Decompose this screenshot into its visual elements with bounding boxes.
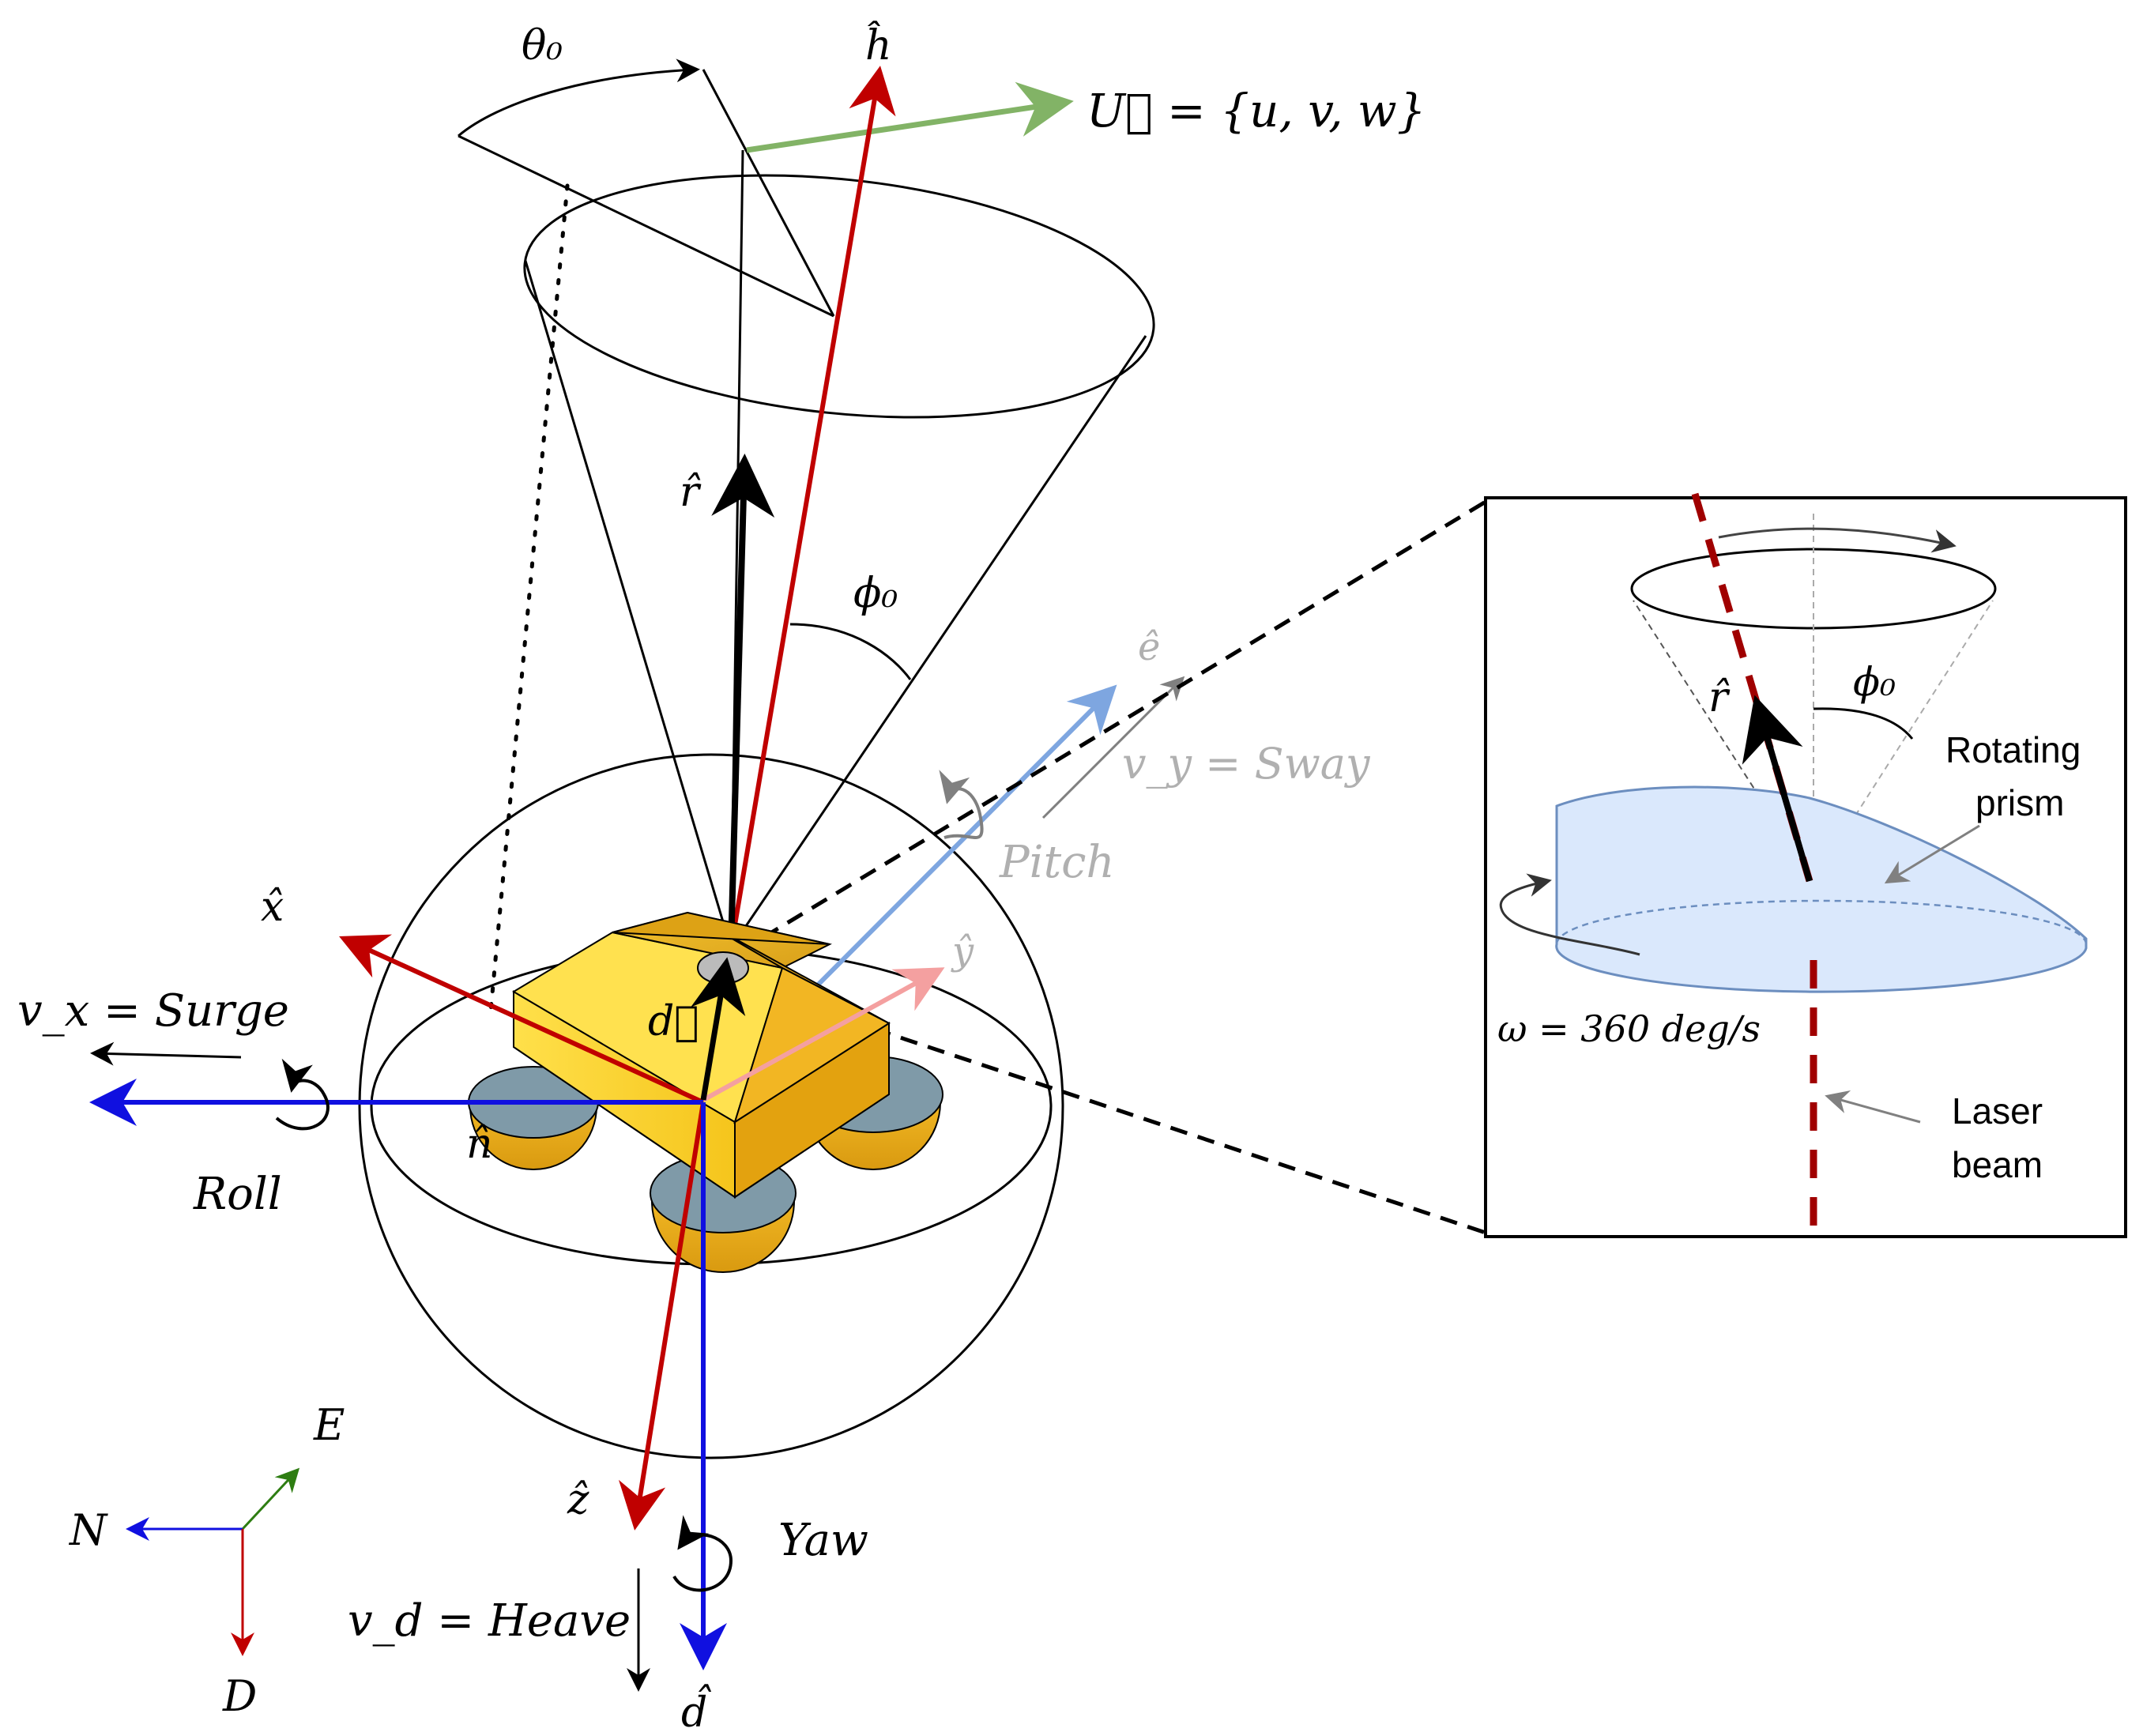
heave-label: v_d = Heave: [348, 1595, 631, 1647]
compass-east-arrow: [241, 1467, 300, 1531]
inset-panel: r̂ ϕ₀ Rotating prism ω = 360 deg/s Laser…: [1484, 492, 2127, 1238]
y-hat-arrow: [702, 967, 945, 1102]
d-vector-label: d⃗: [648, 998, 699, 1045]
main-diagram: θ₀ U⃗ = {u, v, w} ĥ r̂ ϕ₀ ê v_y = Sway P…: [17, 21, 1487, 1736]
roll-label: Roll: [193, 1169, 282, 1220]
sway-label: v_y = Sway: [1122, 739, 1371, 789]
yaw-label: Yaw: [778, 1515, 868, 1566]
prism-pointer-arrow: [1884, 824, 1980, 884]
ned-compass: E N D: [68, 1400, 345, 1721]
dotted-projection: [488, 183, 570, 1022]
e-hat-label: ê: [1138, 625, 1160, 669]
r-hat-arrow: [711, 454, 775, 949]
rotating-prism-label-line1: Rotating: [1945, 729, 2081, 770]
d-hat-label: d̂: [681, 1685, 712, 1736]
h-hat-label: ĥ: [865, 21, 892, 70]
u-vector-label: U⃗ = {u, v, w}: [1087, 84, 1426, 137]
n-hat-label: n̂: [466, 1120, 493, 1168]
scan-cone: [523, 149, 1155, 949]
laser-beam-label-line1: Laser: [1952, 1090, 2043, 1132]
laser-pointer-arrow: [1825, 1090, 1921, 1124]
compass-n-label: N: [68, 1505, 108, 1555]
z-hat-arrow: [618, 1101, 706, 1531]
dome-left: [468, 1066, 599, 1170]
yaw-rotation-arrow: [672, 1515, 733, 1592]
phi0-label: ϕ₀: [853, 570, 898, 617]
x-hat-arrow: [339, 934, 705, 1105]
compass-d-label: D: [222, 1671, 257, 1721]
inset-phi0-arc: [1813, 707, 1914, 740]
h-hat-arrow: [729, 66, 896, 949]
pitch-rotation-arrow: [939, 770, 984, 839]
pitch-label: Pitch: [999, 837, 1115, 888]
z-hat-label: ẑ: [567, 1476, 589, 1523]
rotating-prism: [1555, 785, 2088, 993]
surge-label: v_x = Surge: [17, 985, 289, 1037]
y-hat-label: ŷ: [951, 929, 974, 973]
theta0-plane: [458, 58, 835, 318]
d-vector-arrow: [691, 957, 746, 1101]
r-hat-label: r̂: [680, 469, 702, 516]
surge-arrow: [90, 1041, 242, 1066]
compass-e-label: E: [313, 1400, 345, 1450]
x-hat-label: x̂: [261, 883, 284, 931]
omega-label: ω = 360 deg/s: [1497, 1007, 1761, 1050]
u-velocity-arrow: [746, 81, 1074, 153]
rotating-prism-label-line2: prism: [1975, 782, 2064, 823]
inset-r-hat-label: r̂: [1708, 674, 1731, 721]
inset-callout-lines: [737, 499, 1487, 1235]
roll-rotation-arrow: [275, 1058, 330, 1131]
inset-phi0-label: ϕ₀: [1853, 659, 1896, 705]
theta0-label: θ₀: [522, 22, 563, 70]
phi0-arc: [789, 623, 912, 680]
omega-rotation-arrow: [1499, 873, 1640, 956]
laser-beam-label-line2: beam: [1952, 1144, 2043, 1185]
sway-arrow: [1041, 676, 1185, 819]
inset-r-hat-arrow: [1742, 695, 1813, 883]
